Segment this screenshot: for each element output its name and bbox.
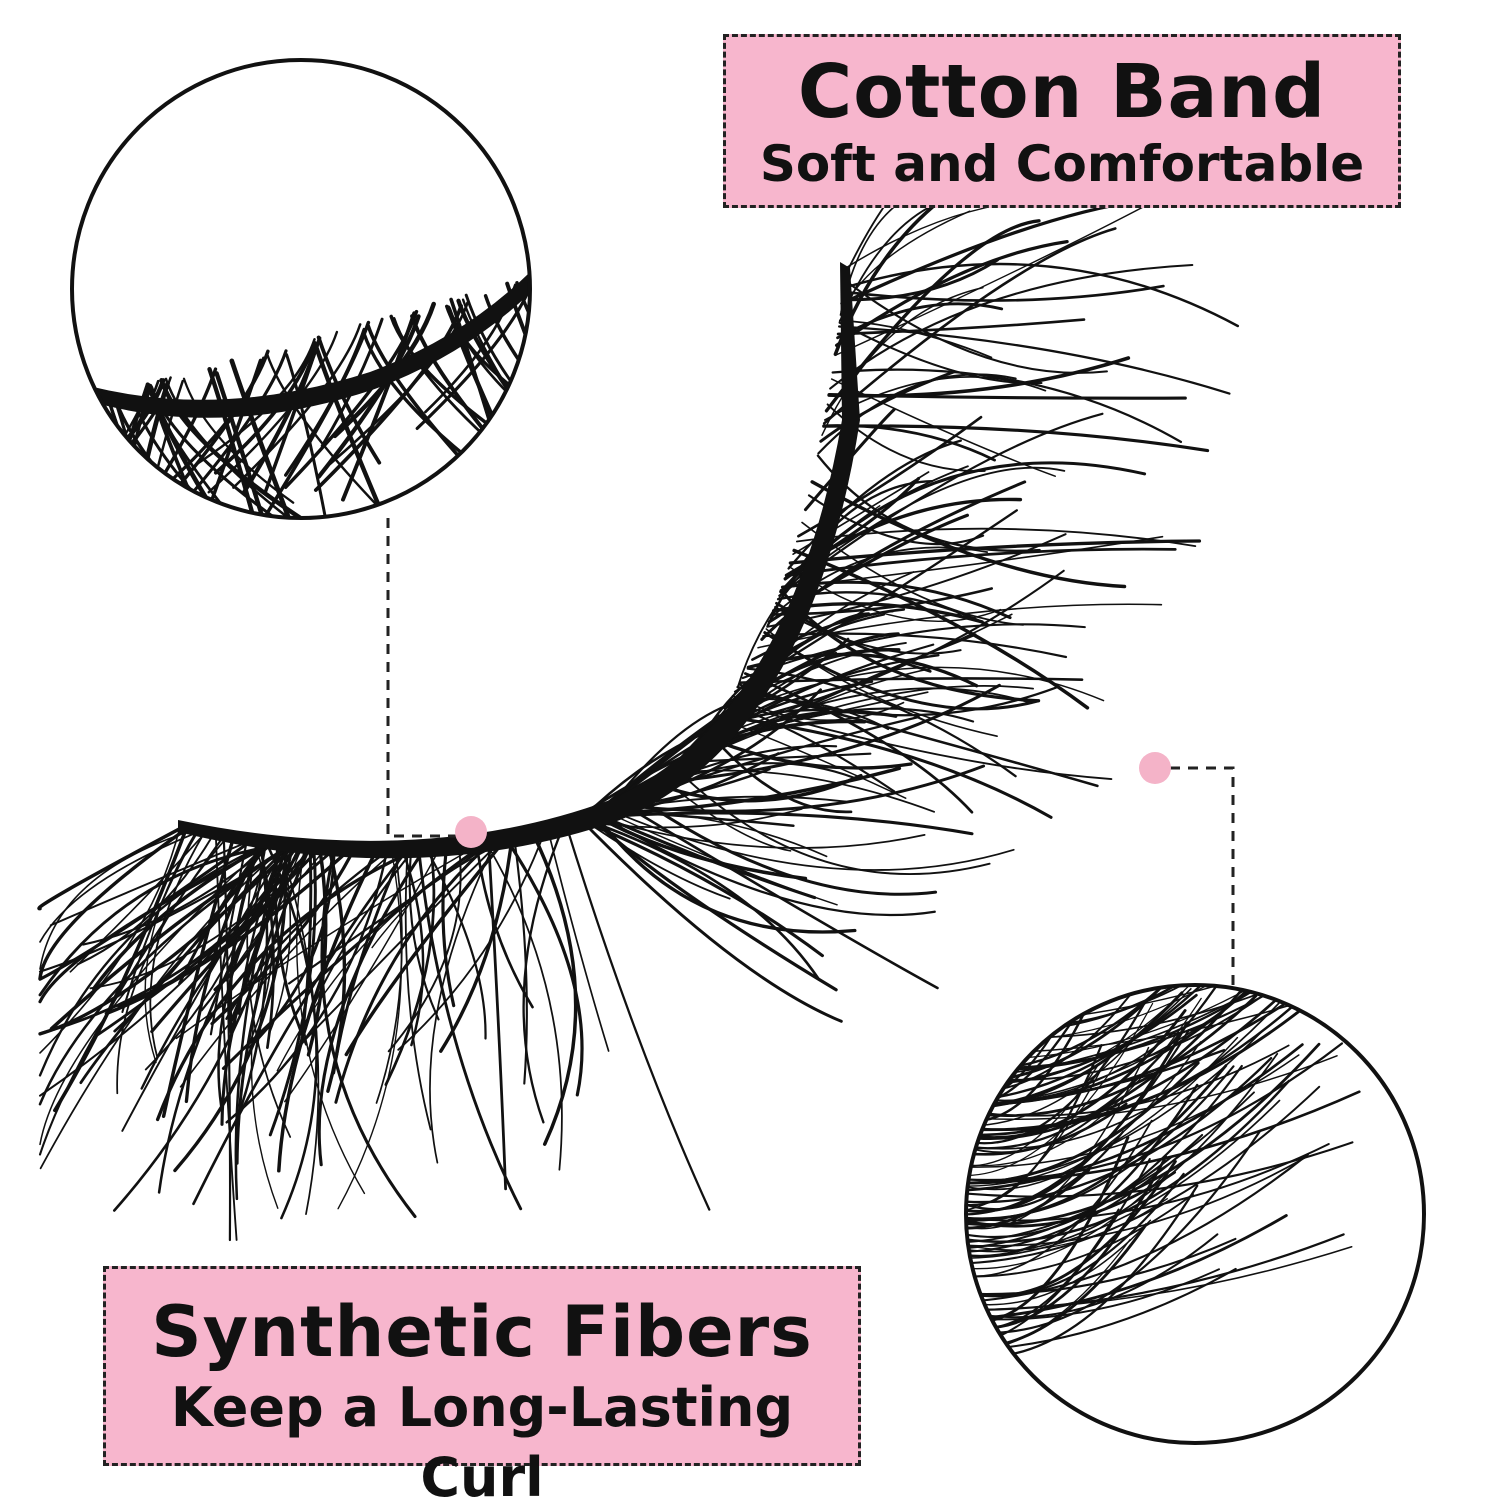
callout-cotton-band: Cotton Band Soft and Comfortable xyxy=(723,34,1401,208)
callout-title: Synthetic Fibers xyxy=(151,1291,813,1373)
callout-subtitle: Soft and Comfortable xyxy=(759,135,1365,193)
callout-subtitle: Keep a Long-Lasting Curl xyxy=(170,1376,794,1500)
connector-line-fibers xyxy=(1170,766,1235,985)
zoom-circle-band xyxy=(70,58,532,520)
marker-dot-band xyxy=(455,816,487,848)
eyelash-strip xyxy=(37,150,1240,1242)
callout-title: Cotton Band xyxy=(797,49,1327,135)
marker-dot-fibers xyxy=(1139,752,1171,784)
callout-synthetic-fibers: Synthetic Fibers Keep a Long-Lasting Cur… xyxy=(103,1266,861,1500)
connector-line-band xyxy=(386,518,458,838)
zoom-circle-fibers xyxy=(964,983,1426,1445)
